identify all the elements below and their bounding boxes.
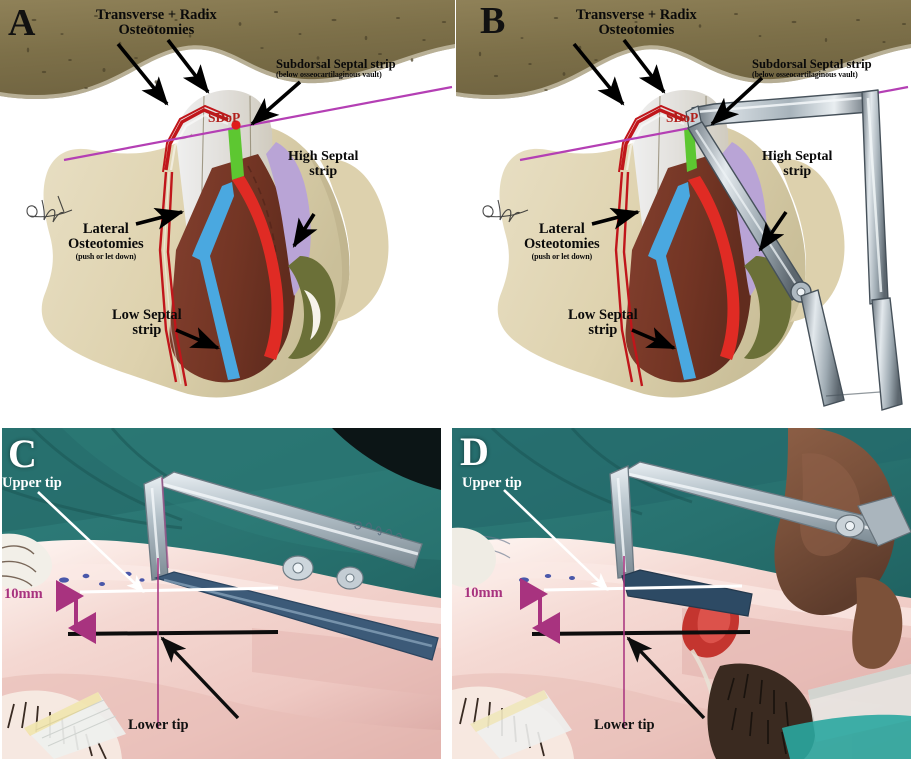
- lower-reference-line: [531, 630, 751, 636]
- panel-a-artwork: [0, 0, 455, 398]
- lower-lateral-cartilage: [744, 256, 792, 360]
- panel-d-label-10mm: 10mm: [464, 585, 503, 601]
- arrow-subdorsal-strip: [250, 80, 302, 126]
- panel-c-letter: C: [8, 431, 37, 476]
- quadrangular-cartilage: [625, 154, 752, 383]
- panel-d-label-upper-tip: Upper tip: [462, 475, 522, 491]
- arrow-subdorsal-strip: [710, 76, 764, 126]
- panel-c: C Upper tip 10mm Lower tip: [2, 428, 441, 759]
- panel-d-letter: D: [460, 429, 489, 474]
- arrow-lower-tip: [626, 636, 706, 720]
- panel-b-label-high-septal-strip: High Septal strip: [762, 149, 833, 179]
- panel-b-label-transverse-radix-osteotomies: Transverse + Radix Osteotomies: [576, 7, 697, 39]
- arrow-radix-osteotomy-2: [166, 38, 210, 94]
- arrow-lateral-osteotomies: [591, 207, 641, 230]
- panel-b: B Transverse + Radix Osteotomies Subdors…: [456, 0, 911, 425]
- low-septal-strip-shape: [648, 182, 696, 380]
- instrument-hinge: [282, 555, 364, 590]
- panel-c-photo: [2, 428, 441, 759]
- panel-b-label-sdop: SDoP: [666, 110, 699, 125]
- panel-a-label-subdorsal-septal-strip: Subdorsal Septal strip (below osseocarti…: [276, 57, 396, 80]
- gauze-strip: [470, 690, 572, 759]
- lower-reference-line: [67, 630, 279, 636]
- panel-a-label-high-septal-strip: High Septal strip: [288, 149, 359, 179]
- illustration-row: A Transverse + Radix Osteotomies Subdors…: [0, 0, 911, 425]
- panel-d-label-lower-tip: Lower tip: [594, 717, 655, 733]
- patient-hair-left: [2, 533, 52, 590]
- lower-lateral-cartilage: [288, 256, 336, 360]
- low-septal-strip-shape: [192, 182, 240, 380]
- panel-b-label-subdorsal-septal-strip: Subdorsal Septal strip (below osseocarti…: [752, 57, 872, 80]
- quadrangular-cartilage: [169, 154, 296, 383]
- panel-a: A Transverse + Radix Osteotomies Subdors…: [0, 0, 455, 425]
- panel-d-leaders: [503, 489, 706, 720]
- teal-towel: [782, 714, 911, 759]
- panel-d-photo: [452, 428, 911, 759]
- upper-reference-line: [79, 586, 279, 594]
- arrow-lateral-osteotomies: [135, 207, 185, 230]
- panel-b-letter: B: [480, 0, 506, 42]
- high-septal-strip-shape: [688, 176, 740, 360]
- panel-a-label-lateral-osteotomies: Lateral Osteotomies (push or let down): [68, 221, 144, 261]
- panel-a-label-transverse-radix-osteotomies: Transverse + Radix Osteotomies: [96, 7, 217, 39]
- panel-b-label-low-septal-strip: Low Septal strip: [568, 307, 638, 339]
- panel-c-leaders: [37, 491, 240, 720]
- panel-b-artwork: [456, 0, 911, 411]
- arrow-lower-tip: [160, 636, 240, 720]
- panel-c-label-upper-tip: Upper tip: [2, 475, 62, 491]
- instrument-engraving: [353, 521, 402, 540]
- upper-reference-line: [543, 584, 743, 592]
- arrow-high-septal-strip: [292, 213, 318, 248]
- arrow-low-septal-strip: [631, 327, 676, 350]
- subdorsal-caliper-instrument: [685, 89, 903, 411]
- panel-d: D Upper tip 10mm Lower tip: [452, 428, 911, 759]
- panel-b-label-lateral-osteotomies: Lateral Osteotomies (push or let down): [524, 221, 600, 261]
- caliper-instrument: [609, 461, 911, 617]
- arrow-upper-tip: [503, 489, 609, 591]
- gauze-strip: [24, 692, 126, 759]
- panel-a-letter: A: [8, 2, 36, 44]
- panel-b-leader-arrows: [572, 38, 788, 350]
- subdorsal-septal-strip-shape: [228, 126, 244, 180]
- high-septal-strip-shape: [232, 176, 284, 360]
- sdop-dot: [231, 120, 241, 130]
- frontal-bone-mass: [456, 0, 911, 99]
- arrow-low-septal-strip: [175, 327, 220, 350]
- panel-c-label-lower-tip: Lower tip: [128, 717, 189, 733]
- artist-signature: [26, 195, 73, 223]
- arrow-high-septal-strip: [758, 210, 788, 252]
- frontal-bone-mass: [0, 0, 455, 99]
- caliper-instrument: [143, 471, 439, 661]
- arrow-transverse-osteotomy-1: [116, 42, 169, 106]
- arrow-transverse-osteotomy-1: [572, 42, 625, 106]
- panel-a-label-low-septal-strip: Low Septal strip: [112, 307, 182, 339]
- panel-a-label-sdop: SDoP: [208, 110, 241, 125]
- artist-signature: [482, 199, 529, 223]
- instrument-handle: [835, 495, 911, 547]
- arrow-upper-tip: [37, 491, 145, 593]
- panel-a-leader-arrows: [116, 38, 318, 350]
- patient-hair-left: [452, 527, 496, 588]
- arrow-radix-osteotomy-2: [622, 38, 666, 94]
- panel-c-label-10mm: 10mm: [4, 586, 43, 602]
